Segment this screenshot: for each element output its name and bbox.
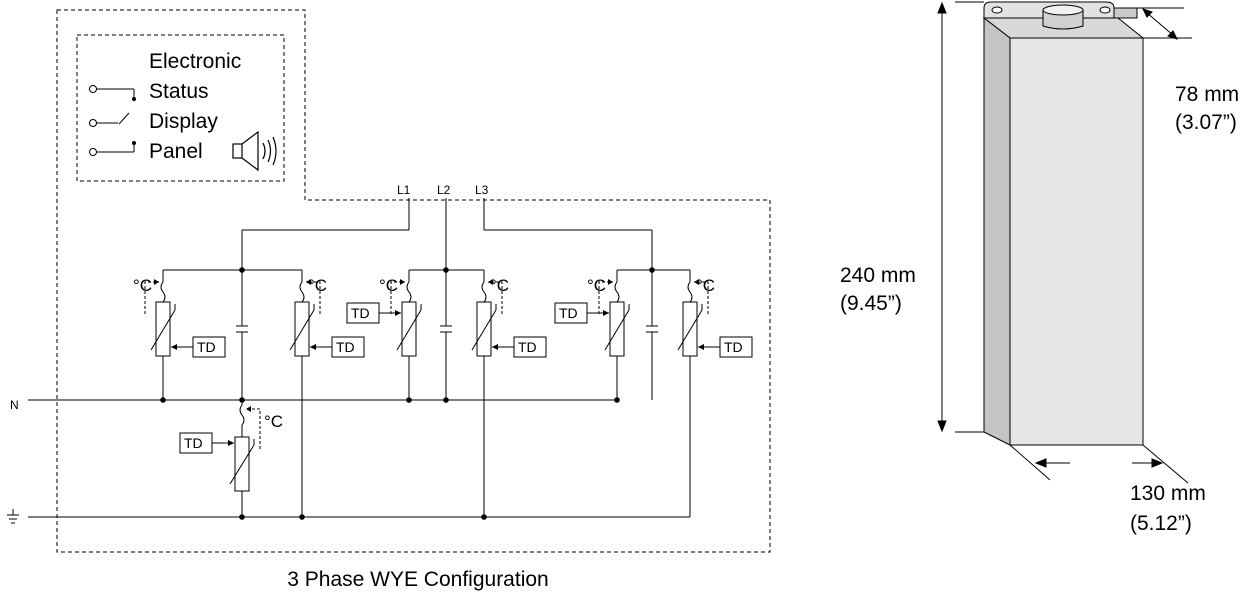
varistor-module [289, 270, 365, 517]
td-label: TD [184, 435, 203, 451]
thermal-arrow [154, 279, 159, 285]
varistor-module [471, 270, 547, 517]
enclosure-front-face [1009, 37, 1144, 446]
thermal-fuse-icon [406, 281, 412, 303]
neutral-ground-varistor [179, 400, 261, 517]
thermal-fuse-icon [160, 281, 166, 303]
height-mm-label: 240 mm [840, 264, 916, 287]
thermal-arrow [608, 279, 613, 285]
thermal-fuse-icon [299, 281, 305, 303]
varistor-module [554, 270, 630, 400]
varistor-module [346, 270, 422, 400]
varistor-body [476, 301, 492, 357]
capacitor [236, 270, 248, 400]
td-arrowhead [492, 344, 498, 350]
capacitor [440, 270, 452, 400]
td-label: TD [351, 305, 370, 321]
td-arrowhead [698, 344, 704, 350]
height-in-label: (9.45”) [840, 292, 902, 315]
ground-icon [7, 509, 19, 524]
varistor-body [294, 301, 310, 357]
dimension-depth [1137, 7, 1192, 40]
varistor-slash [229, 444, 255, 485]
flange-slot-right [1099, 6, 1111, 14]
varistor-slash [471, 309, 497, 351]
varistor-body [682, 301, 698, 357]
phase-label-l2: L2 [437, 183, 451, 197]
relay-contact-nc-icon [89, 85, 136, 101]
phase-label-l1: L1 [397, 183, 411, 197]
td-arrowhead [310, 344, 316, 350]
width-in-label: (5.12”) [1130, 512, 1192, 535]
varistor-slash [150, 309, 176, 351]
thermal-arrow [246, 406, 251, 412]
td-label: TD [197, 339, 216, 355]
td-arrowhead [171, 344, 177, 350]
panel-line-2: Status [149, 80, 209, 103]
thermal-arrow [694, 279, 699, 285]
td-arrowhead [228, 440, 234, 446]
thermal-fuse-icon [614, 281, 620, 303]
varistor-module [144, 270, 226, 400]
panel-line-3: Display [149, 110, 218, 133]
varistor-module [677, 270, 753, 517]
width-mm-label: 130 mm [1130, 482, 1206, 505]
thermal-arrow [488, 279, 493, 285]
panel-line-1: Electronic [149, 50, 241, 73]
neutral-label: N [10, 398, 19, 412]
td-label: TD [559, 305, 578, 321]
depth-in-label: (3.07”) [1175, 111, 1237, 134]
varistor-slash [604, 309, 630, 351]
dimension-height [937, 1, 984, 433]
td-label: TD [518, 339, 537, 355]
capacitor [646, 270, 658, 400]
td-label: TD [724, 339, 743, 355]
varistor-body [401, 301, 417, 357]
td-arrowhead [603, 310, 609, 316]
temperature-label: °C [133, 276, 152, 295]
cable-entry-boss [1042, 4, 1084, 30]
thermal-fuse-icon [687, 281, 693, 303]
enclosure-boundary [56, 9, 771, 553]
thermal-arrow [306, 279, 311, 285]
td-arrowhead [395, 310, 401, 316]
varistor-slash [289, 309, 315, 351]
varistor-slash [396, 309, 422, 351]
depth-mm-label: 78 mm [1175, 83, 1239, 106]
phase-label-l3: L3 [475, 183, 489, 197]
thermal-fuse-icon [481, 281, 487, 303]
panel-line-4: Panel [149, 140, 203, 163]
speaker-icon [232, 130, 277, 172]
thermal-fuse-icon [239, 404, 245, 426]
temperature-label: °C [379, 276, 398, 295]
varistor-body [155, 301, 171, 357]
enclosure-drawing [982, 1, 1145, 446]
temperature-label: °C [264, 412, 283, 431]
temperature-label: °C [308, 276, 327, 295]
temperature-label: °C [587, 276, 606, 295]
temperature-label: °C [696, 276, 715, 295]
relay-contact-common-icon [89, 112, 130, 127]
relay-contact-no-icon [89, 141, 136, 156]
varistor-body [609, 301, 625, 357]
enclosure-left-face [983, 16, 1011, 446]
status-display-panel: Electronic Status Display Panel [76, 34, 285, 182]
circuit-schematic: °C TD °C TD °C TD °C TD °C TD °C TD °C TD [28, 198, 753, 520]
varistor-slash [677, 309, 703, 351]
td-label: TD [336, 339, 355, 355]
temperature-label: °C [490, 276, 509, 295]
thermal-link [246, 408, 261, 449]
dimension-width [1009, 444, 1189, 484]
thermal-arrow [400, 279, 405, 285]
flange-slot-left [991, 6, 1003, 14]
diagram-caption: 3 Phase WYE Configuration [287, 568, 548, 591]
